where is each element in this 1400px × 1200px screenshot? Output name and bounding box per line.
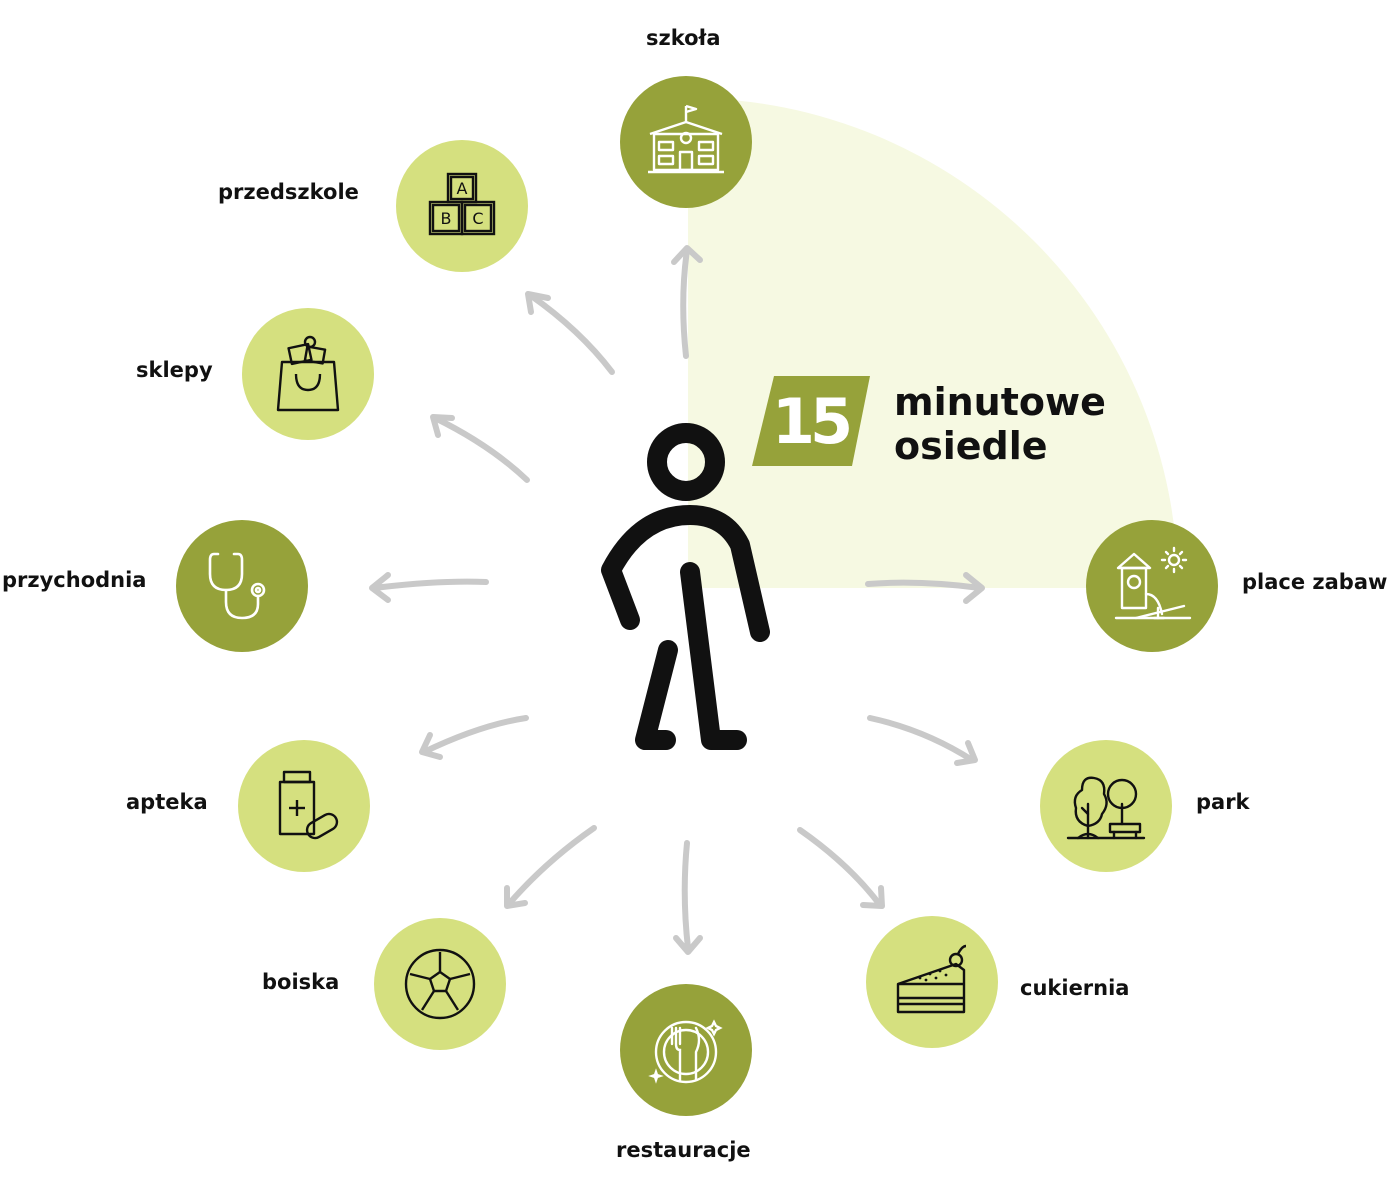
- arrow-park: [867, 715, 978, 766]
- label-boiska: boiska: [262, 970, 340, 994]
- svg-text:B: B: [441, 209, 452, 228]
- node-apteka[interactable]: [238, 740, 370, 872]
- node-szkola[interactable]: [620, 76, 752, 208]
- arrow-cukiernia: [797, 827, 885, 909]
- arrow-przedszkole: [525, 291, 615, 375]
- label-park: park: [1196, 790, 1250, 814]
- node-restauracje[interactable]: [620, 984, 752, 1116]
- label-restauracje: restauracje: [616, 1138, 751, 1162]
- badge-number: 15: [771, 384, 853, 458]
- arrow-boiska: [504, 825, 597, 909]
- title-line-1: minutowe: [894, 380, 1106, 424]
- arrow-przychodnia: [369, 572, 489, 603]
- svg-text:C: C: [472, 209, 483, 228]
- label-place-zabaw: place zabaw: [1242, 570, 1388, 594]
- medicine-bottle-icon: [278, 770, 339, 840]
- shopping-bag-icon: [276, 335, 340, 412]
- diagram-title: minutowe osiedle: [894, 380, 1106, 468]
- arrow-szkola: [671, 245, 703, 359]
- arrow-place-zabaw: [865, 572, 985, 604]
- label-apteka: apteka: [126, 790, 208, 814]
- arrow-restauracje: [673, 840, 703, 955]
- abc-blocks-icon: AB C: [428, 172, 496, 236]
- arrow-apteka: [419, 715, 529, 760]
- cake-slice-icon: [896, 944, 967, 1014]
- label-cukiernia: cukiernia: [1020, 976, 1130, 1000]
- soccer-ball-icon: [404, 948, 476, 1020]
- label-przedszkole: przedszkole: [218, 180, 359, 204]
- node-park[interactable]: [1040, 740, 1172, 872]
- svg-text:A: A: [457, 179, 468, 198]
- park-trees-icon: [1066, 776, 1146, 840]
- fifteen-badge: [752, 376, 870, 466]
- label-przychodnia: przychodnia: [2, 568, 147, 592]
- node-place-zabaw[interactable]: [1086, 520, 1218, 652]
- node-sklepy[interactable]: [242, 308, 374, 440]
- label-szkola: szkoła: [646, 26, 721, 50]
- school-building-icon: [648, 104, 724, 174]
- label-sklepy: sklepy: [136, 358, 213, 382]
- title-line-2: osiedle: [894, 424, 1048, 468]
- plate-cutlery-icon: [648, 1019, 723, 1084]
- node-cukiernia[interactable]: [866, 916, 998, 1048]
- stethoscope-icon: [208, 552, 266, 620]
- playground-icon: [1114, 546, 1192, 620]
- node-przychodnia[interactable]: [176, 520, 308, 652]
- arrow-sklepy: [430, 414, 530, 483]
- node-boiska[interactable]: [374, 918, 506, 1050]
